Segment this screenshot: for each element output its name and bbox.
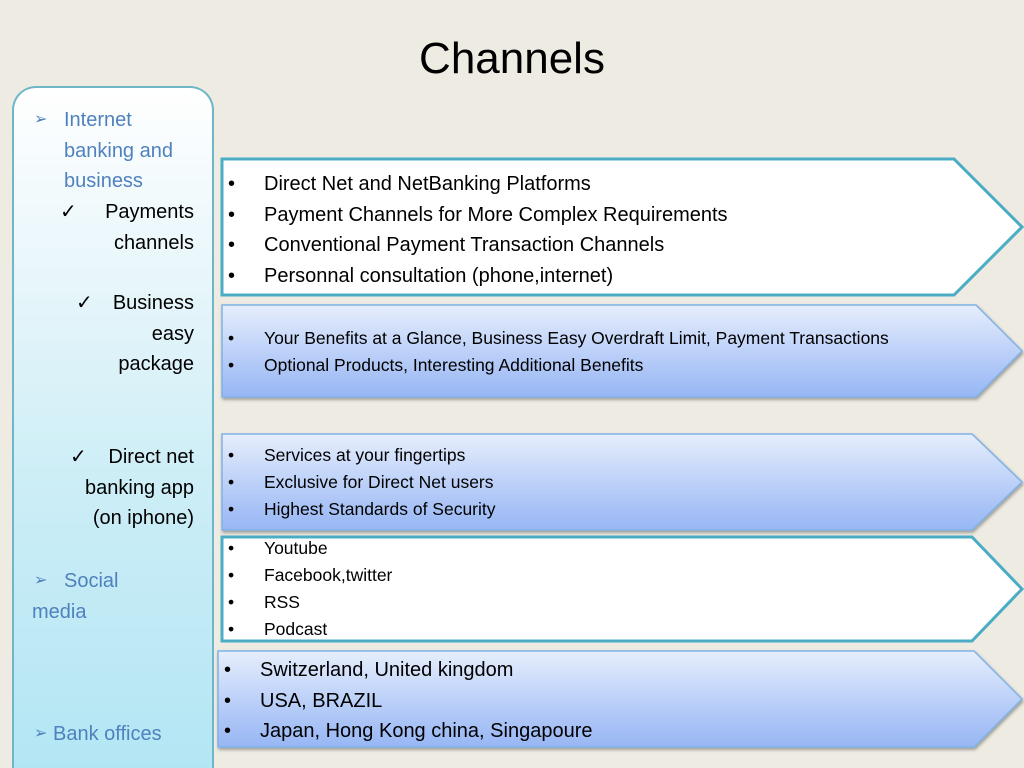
slide-title: Channels bbox=[419, 34, 605, 83]
checkmark-icon: ✓ bbox=[70, 446, 87, 468]
bullet-dot-icon: • bbox=[228, 264, 236, 287]
sidebar-item-internet-banking: ➢ Internet banking and business bbox=[34, 105, 204, 197]
list-item: •Youtube bbox=[220, 535, 392, 562]
list-item: •Highest Standards of Security bbox=[220, 496, 496, 523]
chevron-shape bbox=[220, 535, 1024, 643]
bullet-dot-icon: • bbox=[228, 565, 235, 585]
chevron-shape bbox=[220, 157, 1024, 297]
list-item: •Switzerland, United kingdom bbox=[216, 655, 592, 686]
bullet-dot-icon: • bbox=[224, 659, 232, 681]
sidebar-item-label: Internet banking and business bbox=[64, 109, 173, 192]
sidebar-item-social-media: ➢ Social media bbox=[32, 566, 192, 627]
chevron-shape bbox=[217, 650, 1024, 748]
list-item: •Direct Net and NetBanking Platforms bbox=[220, 169, 728, 200]
bullet-dot-icon: • bbox=[228, 445, 235, 465]
bullet-dot-icon: • bbox=[224, 720, 232, 742]
list-item: •USA, BRAZIL bbox=[216, 686, 592, 717]
bullet-dot-icon: • bbox=[228, 592, 235, 612]
checkmark-icon: ✓ bbox=[76, 292, 93, 314]
list-item: •Your Benefits at a Glance, Business Eas… bbox=[220, 325, 889, 352]
sidebar-item-label: Direct net banking app (on iphone) bbox=[85, 446, 194, 529]
arrow-bullet-icon: ➢ bbox=[34, 111, 48, 128]
sidebar-item-label: Payments channels bbox=[105, 201, 194, 254]
list-item: •Payment Channels for More Complex Requi… bbox=[220, 200, 728, 231]
bullet-dot-icon: • bbox=[228, 234, 236, 256]
list-item: •Podcast bbox=[220, 616, 392, 643]
sidebar-item-label: Bank offices bbox=[53, 723, 162, 745]
channel-panel-direct-net-app: •Services at your fingertips •Exclusive … bbox=[220, 432, 1024, 534]
sidebar-item-payments-channels: ✓ Payments channels bbox=[60, 197, 194, 258]
channel-panel-social-media: •Youtube •Facebook,twitter •RSS •Podcast bbox=[220, 535, 1024, 643]
bullet-dot-icon: • bbox=[228, 499, 235, 519]
channel-panel-platforms: •Direct Net and NetBanking Platforms •Pa… bbox=[220, 157, 1024, 297]
bullet-dot-icon: • bbox=[228, 355, 235, 375]
list-item: •Exclusive for Direct Net users bbox=[220, 469, 496, 496]
channel-panel-bank-offices: •Switzerland, United kingdom •USA, BRAZI… bbox=[216, 649, 1024, 753]
list-item: •RSS bbox=[220, 589, 392, 616]
bullet-dot-icon: • bbox=[228, 328, 235, 348]
list-item: •Facebook,twitter bbox=[220, 562, 392, 589]
list-item: •Personnal consultation (phone,internet) bbox=[220, 261, 728, 292]
list-item: •Optional Products, Interesting Addition… bbox=[220, 352, 889, 379]
arrow-bullet-icon: ➢ bbox=[34, 572, 48, 589]
sidebar-item-label: Business easy package bbox=[112, 292, 194, 375]
bullet-dot-icon: • bbox=[228, 173, 236, 195]
sidebar-item-bank-offices: ➢ Bank offices bbox=[34, 719, 204, 750]
bullet-dot-icon: • bbox=[228, 538, 235, 558]
list-item: •Services at your fingertips bbox=[220, 442, 496, 469]
chevron-shape bbox=[221, 304, 1024, 398]
bullet-dot-icon: • bbox=[228, 619, 235, 639]
chevron-shape bbox=[221, 433, 1024, 531]
bullet-dot-icon: • bbox=[224, 689, 232, 712]
bullet-dot-icon: • bbox=[228, 203, 236, 226]
sidebar-item-direct-net-app: ✓ Direct net banking app (on iphone) bbox=[58, 442, 194, 534]
channel-panel-business-easy: •Your Benefits at a Glance, Business Eas… bbox=[220, 303, 1024, 401]
sidebar-item-label: Social media bbox=[32, 570, 119, 623]
checkmark-icon: ✓ bbox=[60, 201, 77, 223]
bullet-dot-icon: • bbox=[228, 472, 235, 492]
list-item: •Japan, Hong Kong china, Singapoure bbox=[216, 716, 592, 747]
list-item: •Conventional Payment Transaction Channe… bbox=[220, 230, 728, 261]
sidebar-item-business-easy: ✓ Business easy package bbox=[76, 288, 194, 380]
sidebar-panel bbox=[12, 86, 214, 768]
arrow-bullet-icon: ➢ bbox=[34, 725, 48, 742]
